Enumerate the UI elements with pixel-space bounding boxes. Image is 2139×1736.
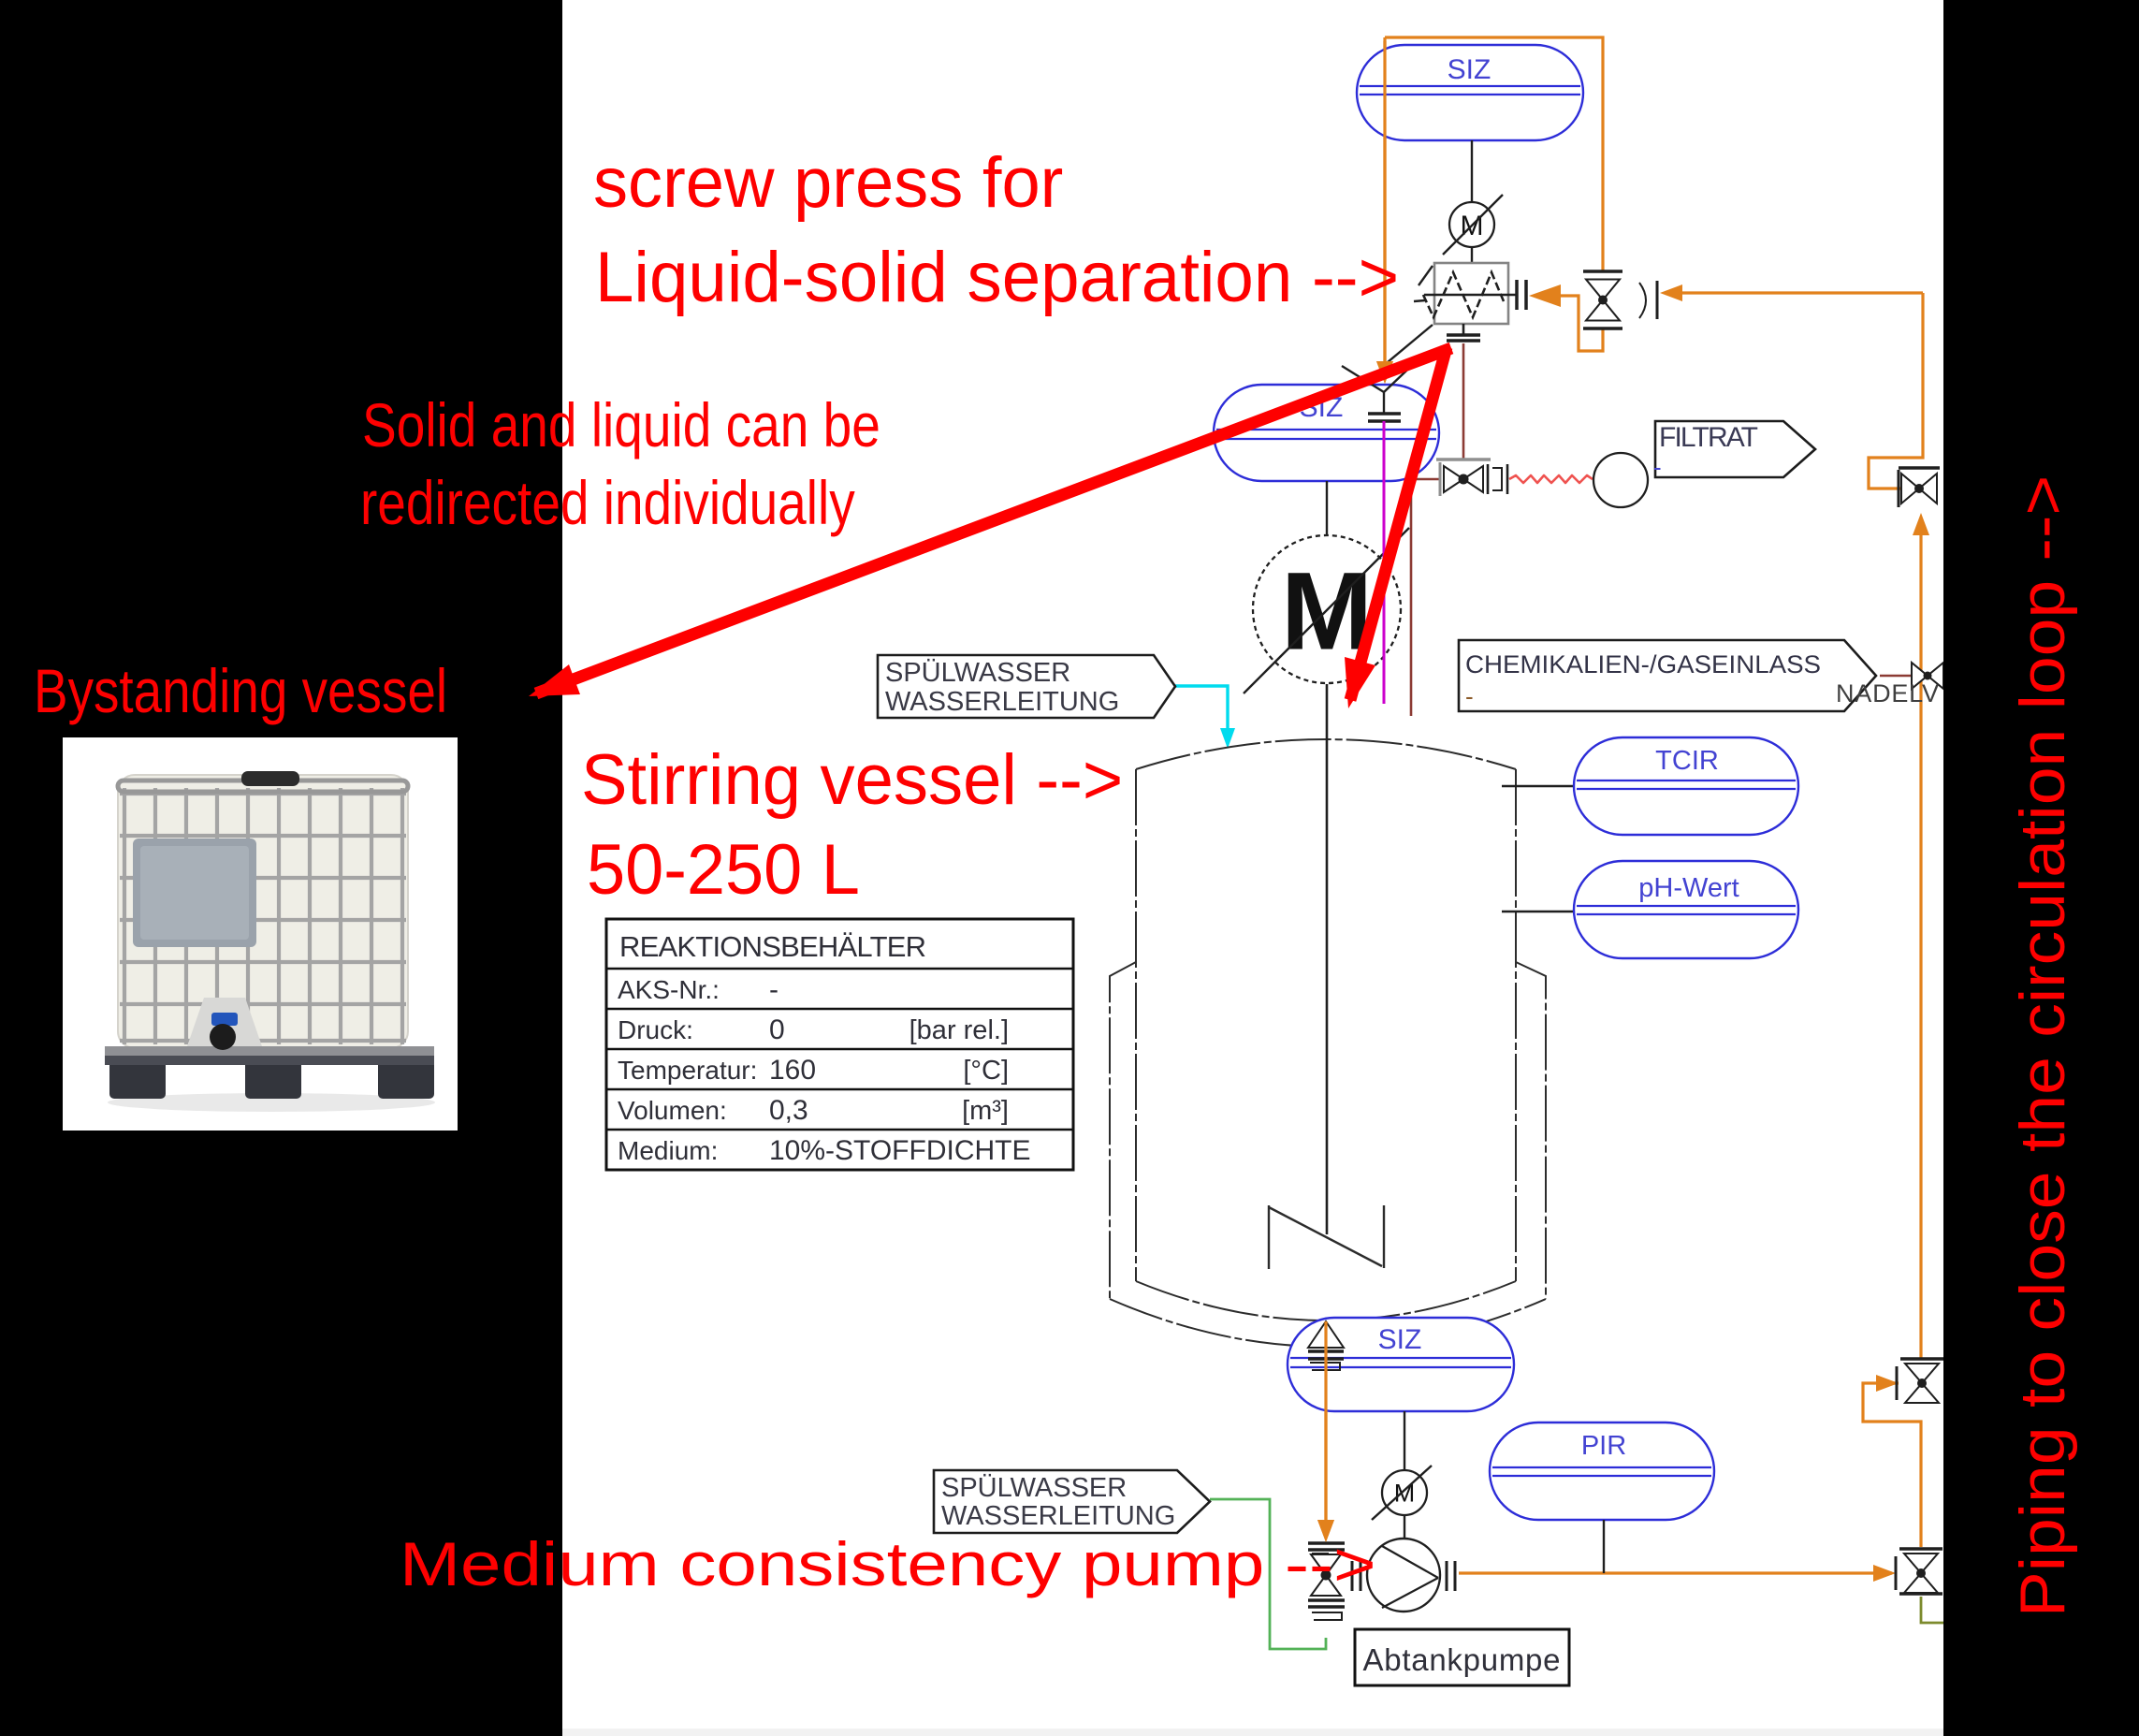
svg-text:pH-Wert: pH-Wert bbox=[1638, 873, 1739, 903]
svg-text:FILTRAT: FILTRAT bbox=[1659, 422, 1758, 453]
svg-text:Volumen:: Volumen: bbox=[618, 1096, 727, 1125]
svg-text:SIZ: SIZ bbox=[1448, 54, 1491, 85]
svg-text:-: - bbox=[1653, 453, 1662, 481]
svg-text:REAKTIONSBEHÄLTER: REAKTIONSBEHÄLTER bbox=[619, 930, 926, 963]
svg-text:0,3: 0,3 bbox=[769, 1095, 808, 1126]
svg-text:[bar rel.]: [bar rel.] bbox=[909, 1015, 1009, 1045]
svg-text:CHEMIKALIEN-/GASEINLASS: CHEMIKALIEN-/GASEINLASS bbox=[1465, 650, 1821, 678]
svg-text:SIZ: SIZ bbox=[1378, 1324, 1422, 1355]
svg-text:Medium:: Medium: bbox=[618, 1136, 718, 1165]
svg-text:0: 0 bbox=[769, 1014, 785, 1045]
svg-text:SPÜLWASSER: SPÜLWASSER bbox=[885, 658, 1070, 688]
svg-text:Druck:: Druck: bbox=[618, 1015, 693, 1044]
svg-text:WASSERLEITUNG: WASSERLEITUNG bbox=[885, 687, 1119, 717]
svg-text:10%-STOFFDICHTE: 10%-STOFFDICHTE bbox=[769, 1135, 1030, 1166]
svg-text:WASSERLEITUNG: WASSERLEITUNG bbox=[941, 1501, 1175, 1531]
svg-text:AKS-Nr.:: AKS-Nr.: bbox=[618, 975, 720, 1004]
svg-text:-: - bbox=[1465, 682, 1474, 710]
svg-text:TCIR: TCIR bbox=[1655, 746, 1719, 776]
svg-text:NADELV: NADELV bbox=[1836, 679, 1939, 708]
svg-text:-: - bbox=[769, 974, 778, 1005]
svg-text:Temperatur:: Temperatur: bbox=[618, 1056, 757, 1085]
svg-text:[°C]: [°C] bbox=[963, 1056, 1009, 1086]
svg-text:SPÜLWASSER: SPÜLWASSER bbox=[941, 1473, 1127, 1503]
svg-text:[m³]: [m³] bbox=[962, 1096, 1009, 1126]
svg-text:Abtankpumpe: Abtankpumpe bbox=[1363, 1642, 1561, 1677]
svg-text:160: 160 bbox=[769, 1055, 816, 1086]
svg-text:PIR: PIR bbox=[1581, 1431, 1626, 1461]
